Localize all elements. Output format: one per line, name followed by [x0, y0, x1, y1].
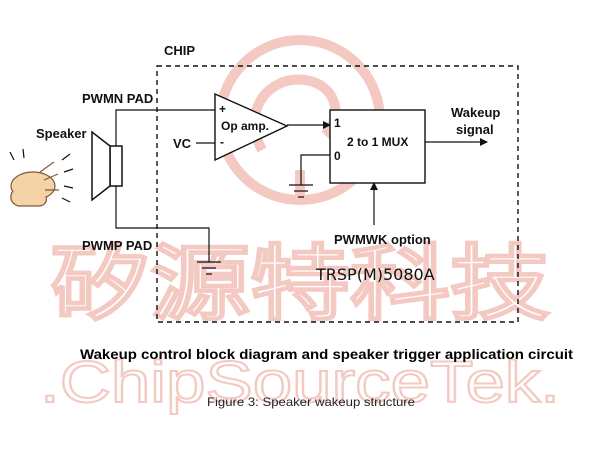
speaker-label: Speaker: [36, 126, 87, 141]
mux-label: 2 to 1 MUX: [347, 135, 408, 149]
pwmn-pad-label: PWMN PAD: [82, 91, 153, 106]
diagram-caption: Wakeup control block diagram and speaker…: [80, 346, 573, 362]
opamp-label: Op amp.: [221, 119, 269, 133]
opamp-minus: -: [220, 135, 224, 149]
vc-label: VC: [173, 136, 192, 151]
part-number: TRSP(M)5080A: [315, 265, 435, 284]
ground-icon: [289, 184, 313, 198]
figure-caption: Figure 3: Speaker wakeup structure: [207, 395, 415, 409]
wakeup-label-line1: Wakeup: [451, 105, 500, 120]
hand-clap-icon: [9, 148, 74, 207]
wires: [115, 109, 488, 262]
opamp-symbol: [214, 92, 289, 162]
ground-icon: [197, 261, 221, 275]
pwmp-pad-label: PWMP PAD: [82, 238, 152, 253]
mux-input-0: 0: [334, 149, 341, 163]
watermark-chinese: 矽源特科技: [50, 237, 550, 332]
pwmwk-option-label: PWMWK option: [334, 232, 431, 247]
opamp-plus: +: [219, 102, 226, 116]
chip-label: CHIP: [164, 43, 195, 58]
mux-input-1: 1: [334, 116, 341, 130]
mux-block: [329, 109, 426, 184]
watermark-english: .ChipSourceTek.: [40, 350, 560, 415]
chip-boundary: [156, 65, 519, 323]
wakeup-label-line2: signal: [456, 122, 494, 137]
speaker-icon: [91, 130, 123, 202]
watermark: 矽源特科技 .ChipSourceTek.: [39, 35, 561, 416]
